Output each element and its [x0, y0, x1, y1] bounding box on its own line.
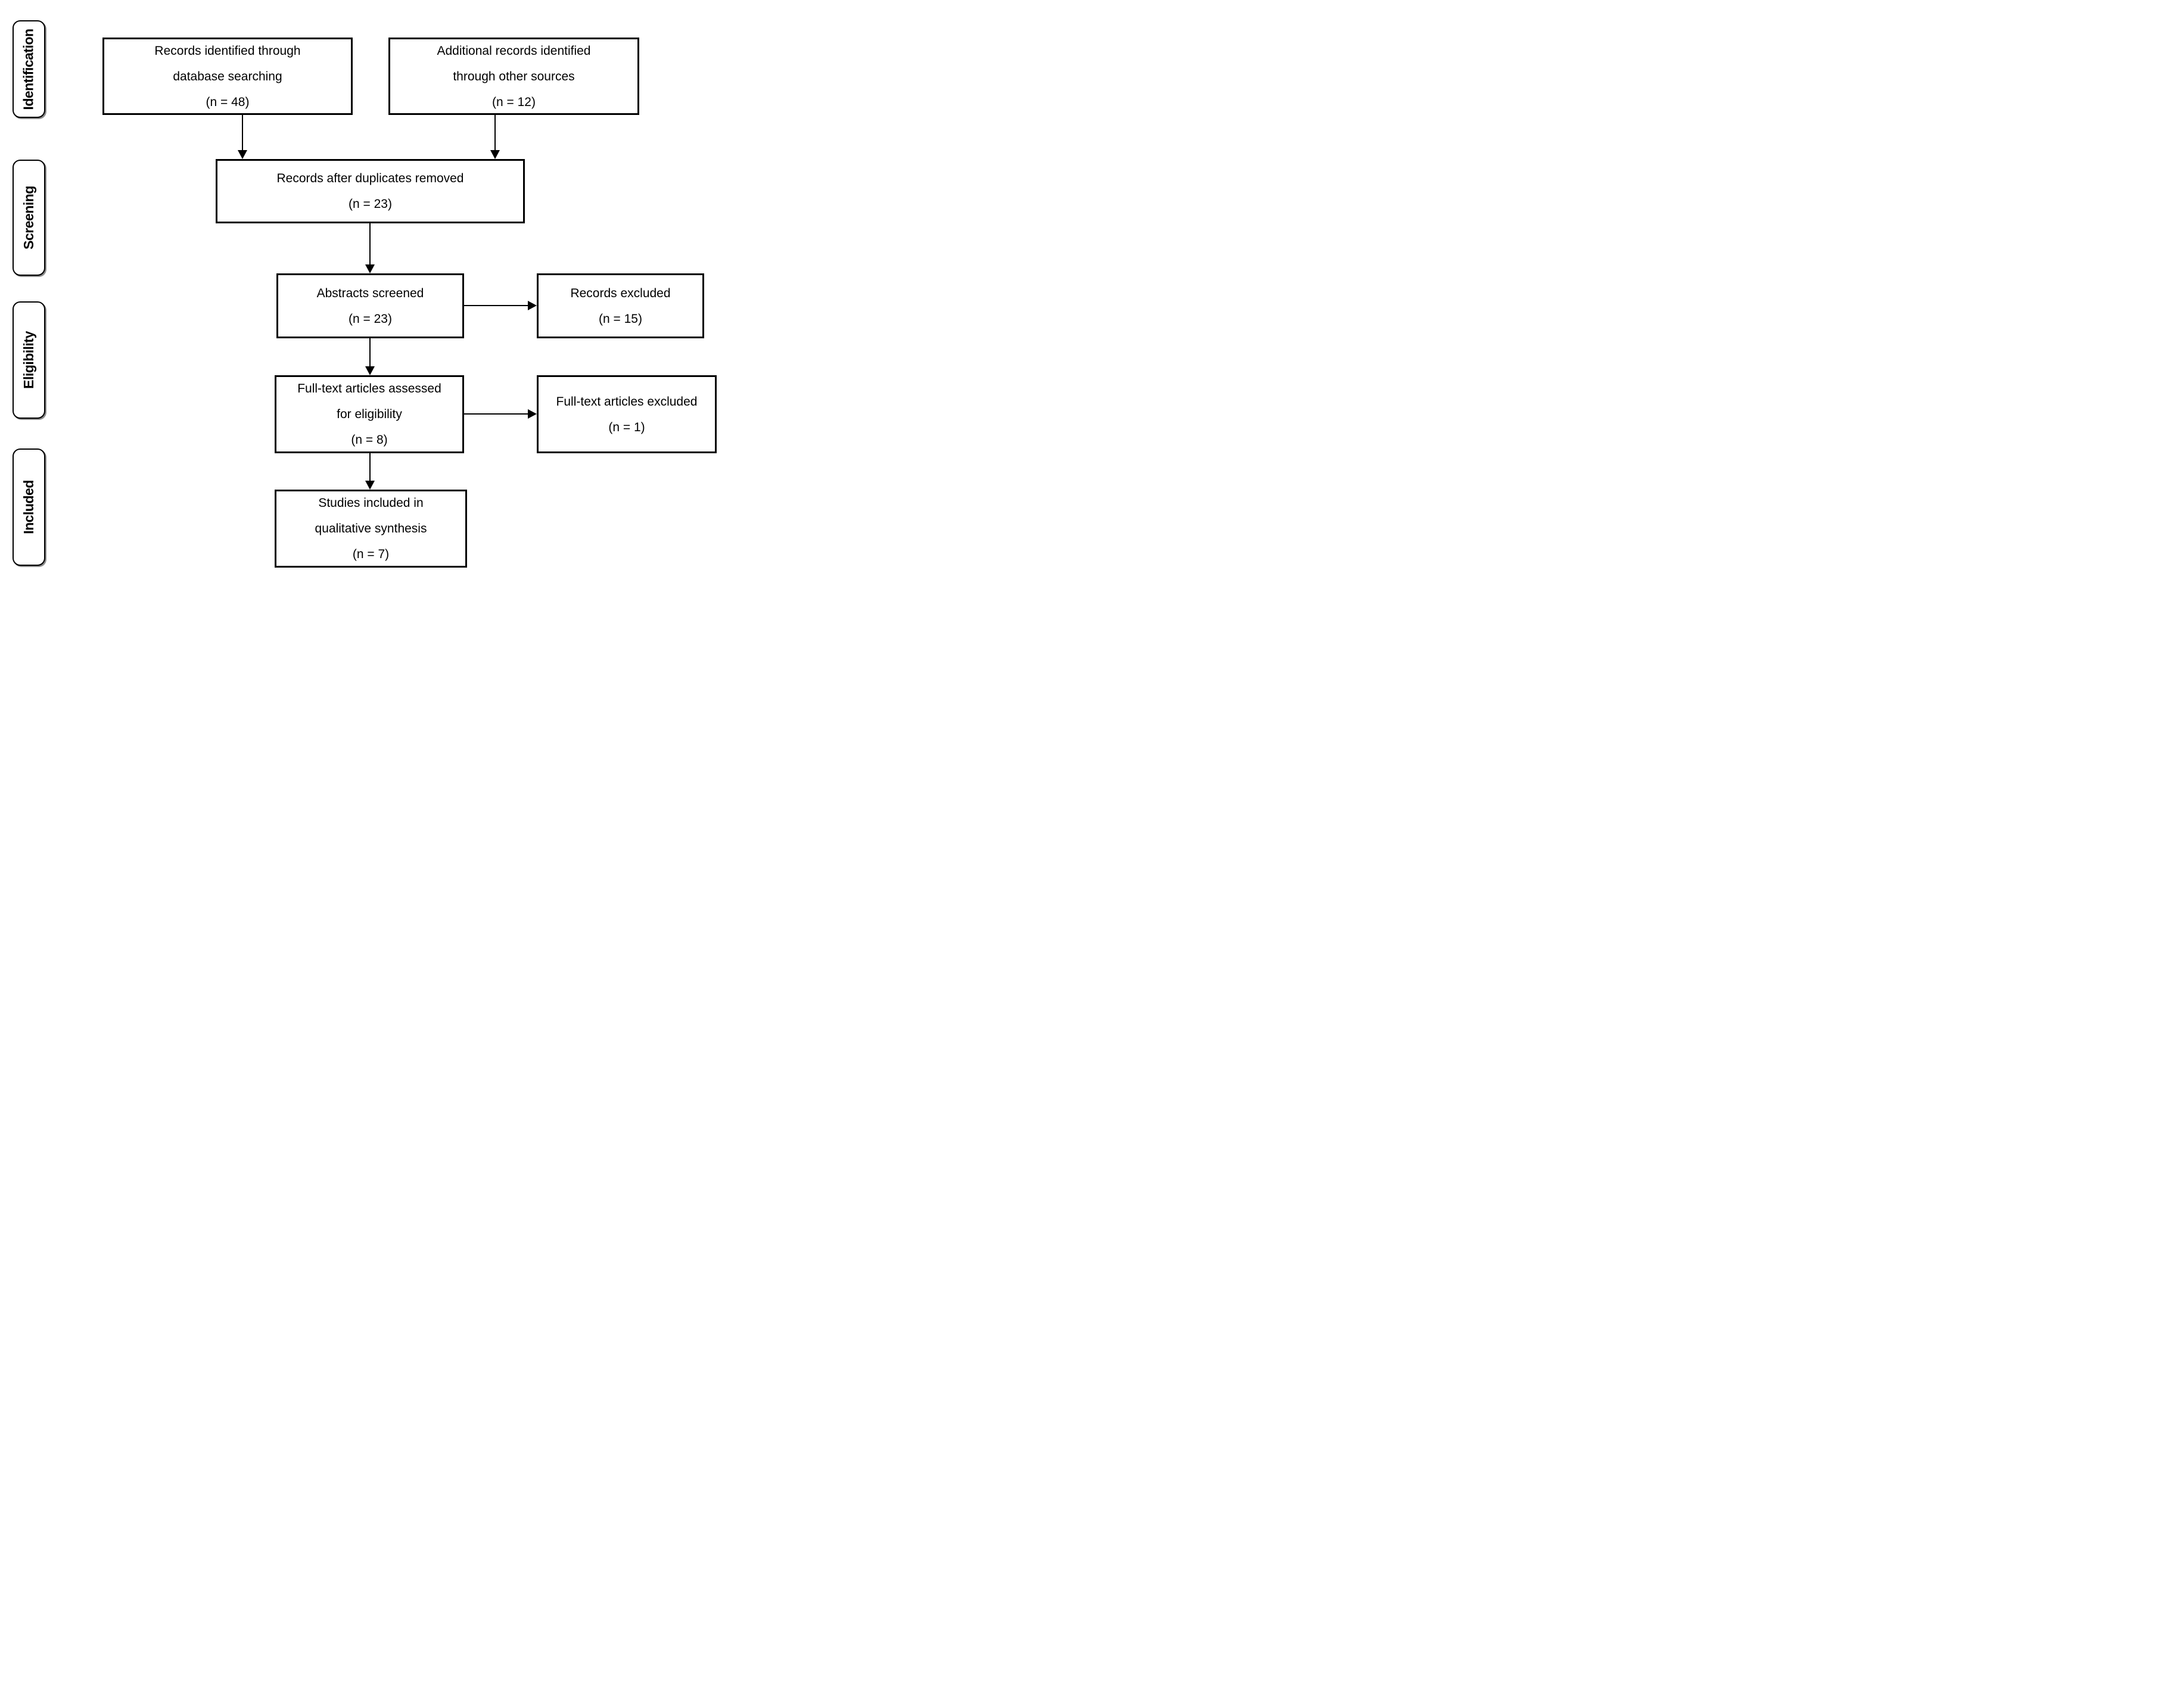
box-after-duplicates-count: (n = 23) [349, 197, 392, 211]
box-after-duplicates: Records after duplicates removed (n = 23… [216, 159, 525, 223]
box-after-duplicates-line1: Records after duplicates removed [276, 172, 464, 185]
stage-label-identification: Identification [13, 20, 45, 118]
box-records-identified-line2: database searching [173, 69, 282, 83]
stage-label-screening: Screening [13, 160, 45, 276]
box-additional-records-count: (n = 12) [492, 95, 536, 109]
arrow-screened-to-excluded-line [464, 305, 528, 306]
box-records-excluded-line1: Records excluded [570, 286, 671, 300]
box-records-identified-line1: Records identified through [154, 43, 301, 58]
arrow-records-to-duplicates-head [238, 150, 247, 159]
box-additional-records: Additional records identified through ot… [388, 38, 639, 115]
arrow-screened-to-excluded-head [528, 301, 537, 310]
box-additional-records-line2: through other sources [453, 69, 575, 83]
arrow-fulltext-to-included-head [365, 481, 375, 490]
box-abstracts-screened-line1: Abstracts screened [316, 286, 424, 300]
arrow-duplicates-to-screened-line [369, 223, 371, 265]
box-studies-included-line1: Studies included in [318, 496, 424, 510]
arrow-records-to-duplicates-line [242, 115, 243, 151]
arrow-duplicates-to-screened-head [365, 264, 375, 273]
box-records-excluded-count: (n = 15) [599, 312, 642, 326]
box-fulltext-excluded: Full-text articles excluded (n = 1) [537, 375, 717, 453]
box-abstracts-screened-count: (n = 23) [349, 312, 392, 326]
box-fulltext-assessed-line1: Full-text articles assessed [297, 382, 441, 395]
stage-label-eligibility-text: Eligibility [21, 331, 37, 389]
box-fulltext-assessed-line2: for eligibility [337, 407, 402, 421]
box-records-identified: Records identified through database sear… [102, 38, 353, 115]
box-studies-included-count: (n = 7) [352, 547, 390, 561]
prisma-flow-diagram: Identification Screening Eligibility Inc… [0, 0, 728, 569]
box-fulltext-excluded-line1: Full-text articles excluded [556, 394, 698, 409]
box-fulltext-excluded-count: (n = 1) [608, 420, 645, 434]
box-studies-included: Studies included in qualitative synthesi… [275, 490, 467, 568]
box-additional-records-line1: Additional records identified [437, 43, 591, 58]
box-records-excluded: Records excluded (n = 15) [537, 273, 704, 338]
box-records-identified-count: (n = 48) [206, 95, 250, 109]
box-fulltext-assessed-count: (n = 8) [351, 433, 388, 447]
arrow-fulltext-to-excluded-head [528, 409, 537, 419]
stage-label-screening-text: Screening [21, 186, 36, 250]
box-abstracts-screened: Abstracts screened (n = 23) [276, 273, 464, 338]
arrow-screened-to-fulltext-line [369, 338, 371, 367]
arrow-fulltext-to-included-line [369, 453, 371, 481]
stage-label-included: Included [13, 448, 45, 566]
arrow-fulltext-to-excluded-line [464, 413, 528, 415]
stage-label-included-text: Included [21, 480, 36, 534]
arrow-additional-to-duplicates-line [494, 115, 496, 151]
box-fulltext-assessed: Full-text articles assessed for eligibil… [275, 375, 464, 453]
stage-label-eligibility: Eligibility [13, 301, 45, 419]
box-studies-included-line2: qualitative synthesis [315, 522, 427, 535]
arrow-additional-to-duplicates-head [490, 150, 500, 159]
stage-label-identification-text: Identification [21, 28, 36, 110]
arrow-screened-to-fulltext-head [365, 366, 375, 375]
